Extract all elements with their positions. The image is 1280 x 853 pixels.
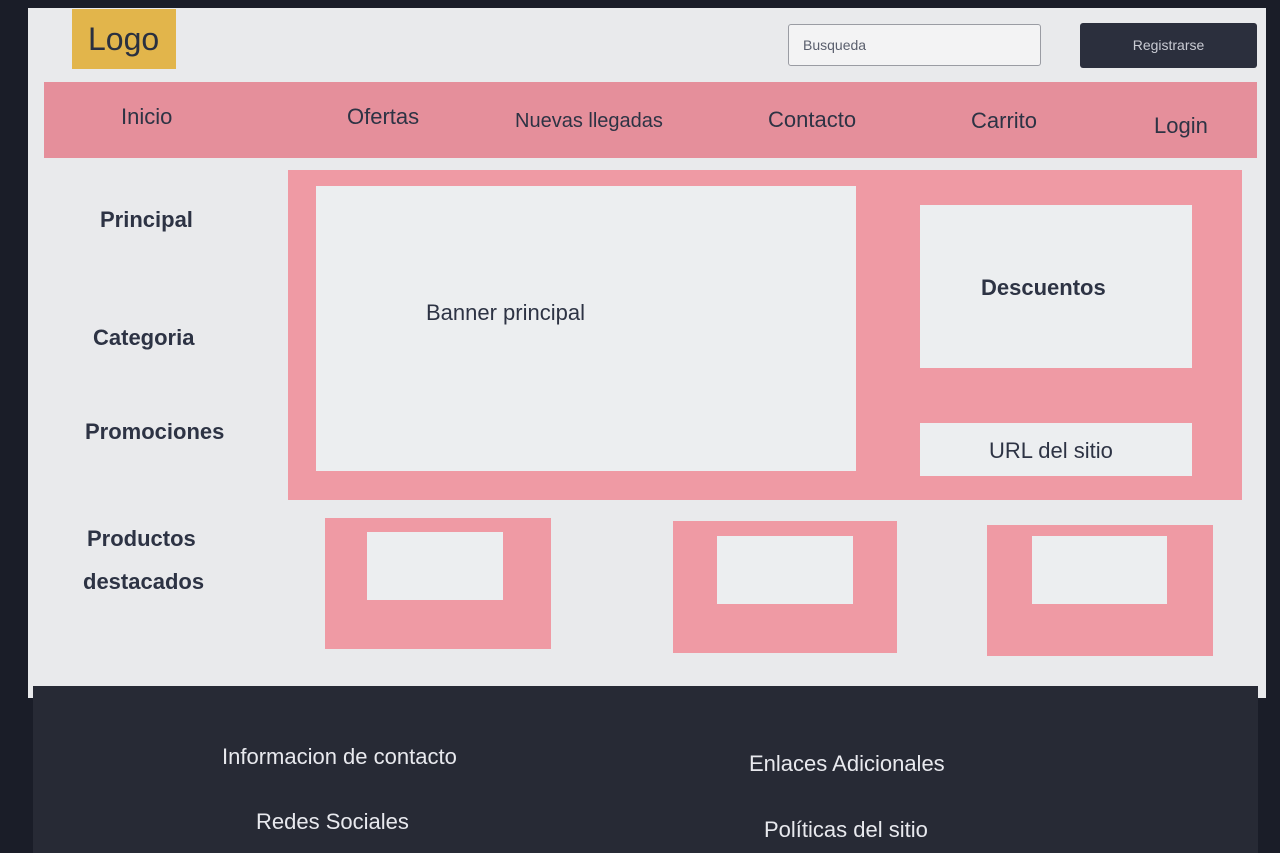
footer: Informacion de contacto Enlaces Adiciona… xyxy=(33,686,1258,853)
discounts-label: Descuentos xyxy=(981,275,1106,300)
featured-product-card[interactable] xyxy=(987,525,1213,656)
sidebar-item-categoria[interactable]: Categoria xyxy=(93,325,195,350)
site-url-label: URL del sitio xyxy=(989,438,1113,463)
product-image-placeholder xyxy=(367,532,503,600)
footer-contact-info-link[interactable]: Informacion de contacto xyxy=(222,744,457,769)
search-input[interactable] xyxy=(788,24,1041,66)
banner-label: Banner principal xyxy=(426,300,585,325)
product-image-placeholder xyxy=(1032,536,1167,604)
nav-item-inicio[interactable]: Inicio xyxy=(121,104,173,129)
sidebar-item-productos-line2[interactable]: destacados xyxy=(83,569,205,594)
product-image-placeholder xyxy=(717,536,853,604)
sidebar-item-productos-line1[interactable]: Productos xyxy=(87,526,196,551)
sidebar-item-promociones[interactable]: Promociones xyxy=(85,419,225,444)
logo[interactable]: Logo xyxy=(72,9,176,69)
nav-item-login[interactable]: Login xyxy=(1154,113,1208,138)
site-url-panel[interactable] xyxy=(920,423,1192,476)
nav-item-nuevas-llegadas[interactable]: Nuevas llegadas xyxy=(515,110,663,132)
register-button[interactable]: Registrarse xyxy=(1080,23,1257,68)
nav-item-carrito[interactable]: Carrito xyxy=(971,108,1038,133)
sidebar-item-principal[interactable]: Principal xyxy=(100,207,193,232)
main-banner[interactable] xyxy=(316,186,856,471)
nav-item-contacto[interactable]: Contacto xyxy=(768,107,857,132)
footer-policies-link[interactable]: Políticas del sitio xyxy=(764,817,928,842)
featured-product-card[interactable] xyxy=(673,521,897,653)
footer-extra-links-link[interactable]: Enlaces Adicionales xyxy=(749,751,945,776)
footer-social-link[interactable]: Redes Sociales xyxy=(256,809,409,834)
main-nav-bar: Inicio Ofertas Nuevas llegadas Contacto … xyxy=(44,82,1257,158)
discounts-panel[interactable] xyxy=(920,205,1192,368)
nav-item-ofertas[interactable]: Ofertas xyxy=(347,104,420,129)
featured-product-card[interactable] xyxy=(325,518,551,649)
